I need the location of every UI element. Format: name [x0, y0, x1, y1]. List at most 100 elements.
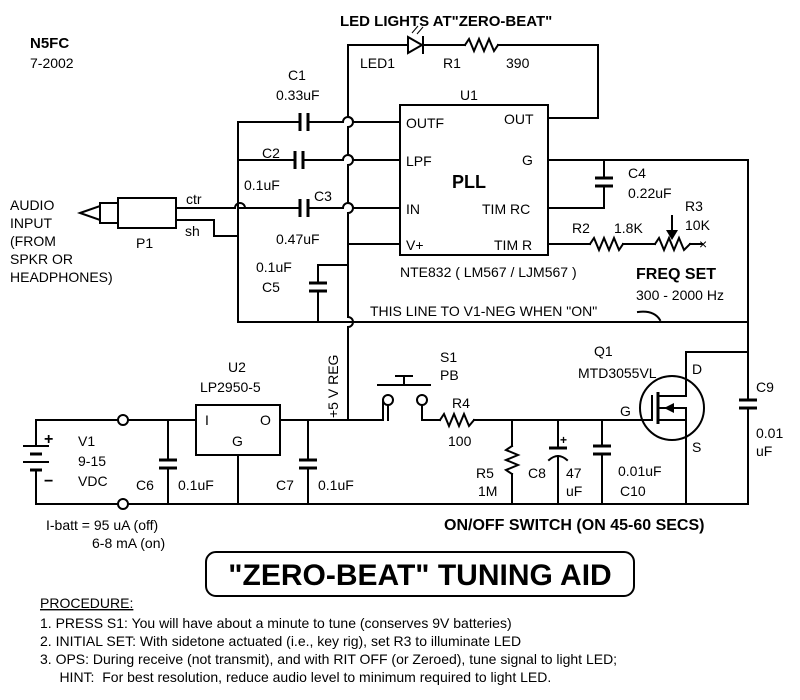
- pin-g: G: [522, 152, 533, 168]
- r3-end-mark: ×: [699, 236, 707, 252]
- c6-label: C6: [136, 477, 154, 493]
- q1-source-label: S: [692, 439, 701, 455]
- s1-button: [377, 375, 431, 386]
- pin-out: OUT: [504, 111, 534, 127]
- page-title: "ZERO-BEAT" TUNING AID: [228, 559, 611, 592]
- wire-bus-left: [237, 121, 749, 401]
- pll-ic: [399, 104, 549, 256]
- date-label: 7-2002: [30, 55, 74, 71]
- procedure-step-3: 3. OPS: During receive (not transmit), a…: [40, 651, 617, 667]
- u2-pin-g: G: [232, 433, 243, 449]
- audio-input-line-4: SPKR OR: [10, 251, 73, 267]
- c3-value: 0.47uF: [276, 231, 320, 247]
- c2-label: C2: [262, 145, 280, 161]
- r1-symbol: [463, 36, 500, 54]
- q1-gate-label: G: [620, 403, 631, 419]
- led1-label: LED1: [360, 55, 395, 71]
- pin-in: IN: [406, 201, 420, 217]
- audio-input-line-3: (FROM: [10, 233, 56, 249]
- wire-s1-right: [421, 404, 441, 421]
- q1-label: Q1: [594, 343, 613, 359]
- p1-label: P1: [136, 235, 153, 251]
- c6-value: 0.1uF: [178, 477, 214, 493]
- u2-part: LP2950-5: [200, 379, 261, 395]
- c10-value: 0.01uF: [618, 463, 662, 479]
- r3-wiper-arrow: [666, 230, 678, 240]
- c1-label: C1: [288, 67, 306, 83]
- r4-value: 100: [448, 433, 472, 449]
- neg-line-pointer: [636, 310, 662, 322]
- r1-label: R1: [443, 55, 461, 71]
- r3-symbol: [653, 235, 692, 253]
- v1-plus: +: [44, 431, 53, 448]
- s1-type: PB: [440, 367, 459, 383]
- pin-timr: TIM R: [494, 237, 532, 253]
- v1-label: V1: [78, 433, 95, 449]
- r2-symbol: [588, 235, 625, 253]
- author-label: N5FC: [30, 35, 69, 52]
- wire-c5-top: [317, 264, 349, 284]
- q1-gate: [639, 395, 653, 421]
- reg-line-label: +5 V REG: [325, 355, 341, 418]
- r4-label: R4: [452, 395, 470, 411]
- c2-value: 0.1uF: [244, 177, 280, 193]
- c4-label: C4: [628, 165, 646, 181]
- v1-value-1: 9-15: [78, 453, 106, 469]
- wire-c4-timrc: [547, 185, 605, 209]
- c3-label: C3: [314, 188, 332, 204]
- audio-input-line-5: HEADPHONES): [10, 269, 113, 285]
- r3-value: 10K: [685, 217, 711, 233]
- audio-input-line-1: AUDIO: [10, 197, 54, 213]
- p1-plug: [76, 197, 177, 229]
- wire-c9-bottom: [685, 407, 749, 505]
- u2-pin-i: I: [205, 412, 209, 428]
- title-box: [205, 551, 635, 597]
- u2-label: U2: [228, 359, 246, 375]
- c7-value: 0.1uF: [318, 477, 354, 493]
- neg-line-label: THIS LINE TO V1-NEG WHEN "ON": [370, 303, 597, 319]
- pll-part: NTE832 ( LM567 / LJM567 ): [400, 264, 577, 280]
- pin-outf: OUTF: [406, 115, 444, 131]
- led1-symbol: [407, 25, 425, 55]
- c9-value-1: 0.01: [756, 425, 783, 441]
- c4-value: 0.22uF: [628, 185, 672, 201]
- s1-terminal-a: [382, 394, 394, 406]
- sh-label: sh: [185, 223, 200, 239]
- v1-neg-terminal: [117, 498, 129, 510]
- c9-value-2: uF: [756, 443, 772, 459]
- freq-range-label: 300 - 2000 Hz: [636, 287, 724, 303]
- wire-c1-outf: [307, 116, 401, 123]
- pll-title: PLL: [452, 172, 486, 192]
- pin-vplus: V+: [406, 237, 424, 253]
- procedure-heading: PROCEDURE:: [40, 595, 133, 611]
- v1-value-2: VDC: [78, 473, 108, 489]
- c1-value: 0.33uF: [276, 87, 320, 103]
- ibatt-on: 6-8 mA (on): [92, 535, 165, 551]
- wire-5v-reg: [347, 104, 354, 421]
- procedure-step-1: 1. PRESS S1: You will have about a minut…: [40, 615, 512, 631]
- r5-label: R5: [476, 465, 494, 481]
- procedure-step-2: 2. INITIAL SET: With sidetone actuated (…: [40, 633, 521, 649]
- r3-label: R3: [685, 198, 703, 214]
- v1-minus: −: [44, 473, 53, 490]
- c8-value-2: uF: [566, 483, 582, 499]
- r5-value: 1M: [478, 483, 497, 499]
- r2-label: R2: [572, 220, 590, 236]
- r4-symbol: [438, 411, 476, 429]
- wire-p1-ctr: [175, 202, 247, 210]
- onoff-label: ON/OFF SWITCH (ON 45-60 SECS): [444, 517, 704, 534]
- procedure-hint: HINT: For best resolution, reduce audio …: [40, 669, 551, 685]
- c9-label: C9: [756, 379, 774, 395]
- wire-pll-g: [547, 159, 749, 323]
- q1-part: MTD3055VL: [578, 365, 657, 381]
- r1-value: 390: [506, 55, 530, 71]
- wire-led-left: [347, 44, 409, 106]
- led-note: LED LIGHTS AT"ZERO-BEAT": [340, 13, 552, 30]
- wire-p1-sh: [175, 219, 239, 237]
- r2-value: 1.8K: [614, 220, 643, 236]
- q1-arrow: [664, 403, 674, 413]
- c8-value-1: 47: [566, 465, 582, 481]
- q1-drain-label: D: [692, 361, 702, 377]
- u2-pin-o: O: [260, 412, 271, 428]
